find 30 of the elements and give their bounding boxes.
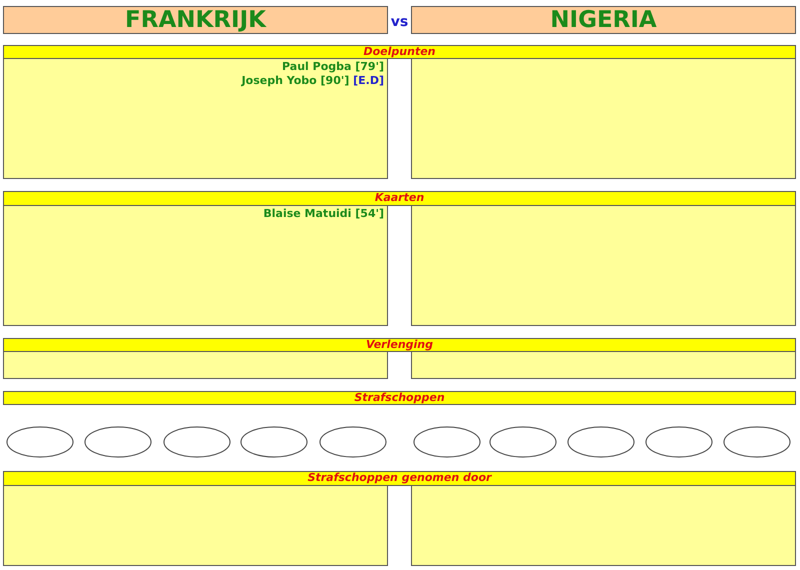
team-name-header: NIGERIA: [411, 6, 796, 34]
entry-panel: [411, 205, 796, 326]
penalty-oval: [6, 426, 74, 458]
section-header: Strafschoppen genomen door: [3, 471, 796, 486]
section-header: Kaarten: [3, 191, 796, 206]
player-entry: Paul Pogba [79']: [282, 60, 384, 73]
entry-panel: [411, 58, 796, 179]
entry-panel: [3, 485, 388, 566]
penalty-oval: [645, 426, 713, 458]
entry-panel: [3, 351, 388, 379]
penalty-oval: [567, 426, 635, 458]
penalty-oval: [413, 426, 481, 458]
versus-label: vs: [390, 14, 410, 30]
section-header: Verlenging: [3, 338, 796, 352]
note-mark: [E.D]: [353, 74, 384, 87]
entry-panel: [411, 351, 796, 379]
player-entry: Joseph Yobo [90']: [242, 74, 350, 87]
penalty-oval: [240, 426, 308, 458]
section-header: Doelpunten: [3, 45, 796, 59]
entry-panel: [3, 58, 388, 179]
penalty-oval: [723, 426, 791, 458]
penalty-oval: [163, 426, 231, 458]
player-entry: Blaise Matuidi [54']: [263, 207, 384, 220]
section-header: Strafschoppen: [3, 391, 796, 405]
penalty-oval: [84, 426, 152, 458]
penalty-oval: [489, 426, 557, 458]
entry-panel: [3, 205, 388, 326]
entry-panel: [411, 485, 796, 566]
penalty-oval: [319, 426, 387, 458]
team-name-header: FRANKRIJK: [3, 6, 388, 34]
